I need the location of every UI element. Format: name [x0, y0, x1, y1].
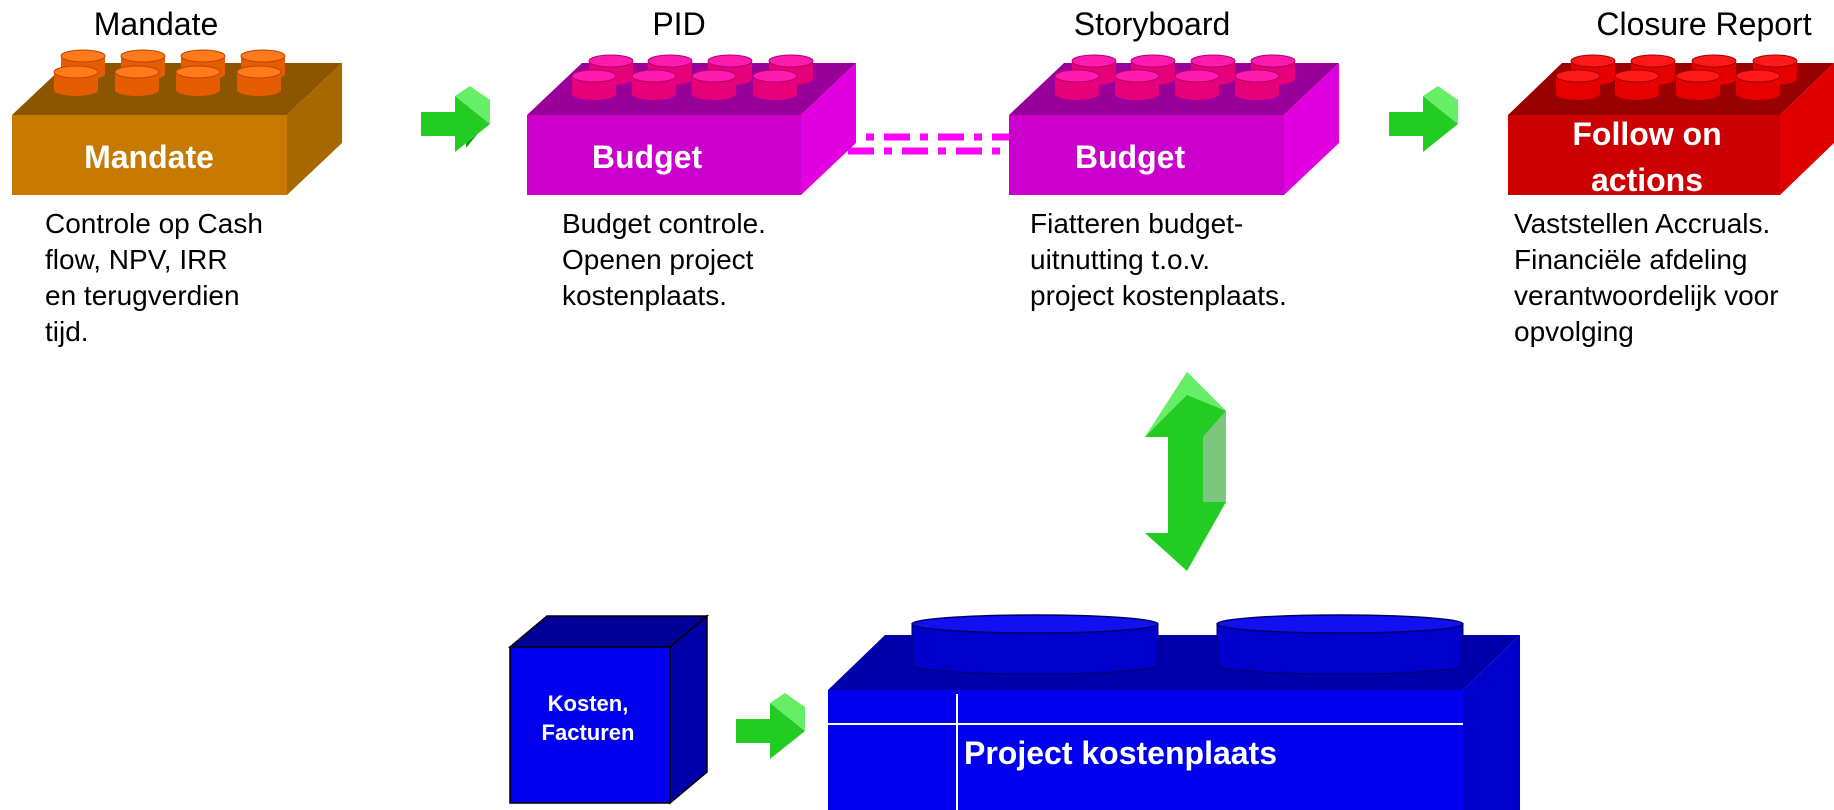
mandate-brick: Mandate [12, 49, 342, 195]
cube-label-line-1: Kosten, [548, 691, 629, 716]
closure-brick-label-line-2: actions [1591, 162, 1703, 198]
pid-brick-label: Budget [592, 139, 703, 175]
description-line: uitnutting t.o.v. [1030, 244, 1211, 275]
closure-report-brick: Follow on actions [1508, 54, 1834, 198]
mandate-description: Controle op Cash flow, NPV, IRR en terug… [45, 206, 263, 350]
description-line: Financiële afdeling [1514, 244, 1748, 275]
arrow-right-icon [1389, 86, 1458, 152]
arrow-right-icon [736, 693, 805, 759]
description-line: opvolging [1514, 316, 1634, 347]
description-line: Controle op Cash [45, 208, 263, 239]
brick-studs [1054, 54, 1296, 100]
pid-description: Budget controle. Openen project kostenpl… [562, 206, 766, 314]
description-line: Openen project [562, 244, 754, 275]
heading-pid: PID [652, 6, 706, 42]
project-cost-center-block: Project kostenplaats [828, 614, 1520, 810]
cube-label-line-2: Facturen [542, 720, 635, 745]
costs-invoices-cube: Kosten, Facturen [507, 614, 710, 805]
description-line: verantwoordelijk voor [1514, 280, 1779, 311]
dashed-connector [830, 133, 1012, 155]
arrow-right-icon [421, 86, 490, 152]
brick-studs [571, 54, 814, 100]
storyboard-brick-label: Budget [1075, 139, 1186, 175]
brick-studs [911, 614, 1464, 675]
description-line: en terugverdien [45, 280, 240, 311]
storyboard-budget-brick: Budget [1009, 54, 1339, 195]
description-line: kostenplaats. [562, 280, 727, 311]
heading-closure-report: Closure Report [1596, 6, 1812, 42]
brick-studs [53, 49, 286, 96]
project-cost-center-label: Project kostenplaats [964, 735, 1277, 771]
mandate-brick-label: Mandate [84, 139, 214, 175]
brick-studs [1555, 54, 1798, 100]
description-line: Budget controle. [562, 208, 766, 239]
closure-report-description: Vaststellen Accruals. Financiële afdelin… [1514, 206, 1779, 350]
double-arrow-vertical-icon [1145, 372, 1226, 571]
description-line: flow, NPV, IRR [45, 244, 228, 275]
pid-budget-brick: Budget [527, 54, 856, 195]
description-line: tijd. [45, 316, 89, 347]
storyboard-description: Fiatteren budget- uitnutting t.o.v. proj… [1030, 206, 1287, 314]
description-line: Vaststellen Accruals. [1514, 208, 1771, 239]
heading-mandate: Mandate [93, 6, 219, 42]
description-line: Fiatteren budget- [1030, 208, 1244, 239]
closure-brick-label-line-1: Follow on [1572, 116, 1721, 152]
heading-storyboard: Storyboard [1073, 6, 1231, 42]
description-line: project kostenplaats. [1030, 280, 1287, 311]
